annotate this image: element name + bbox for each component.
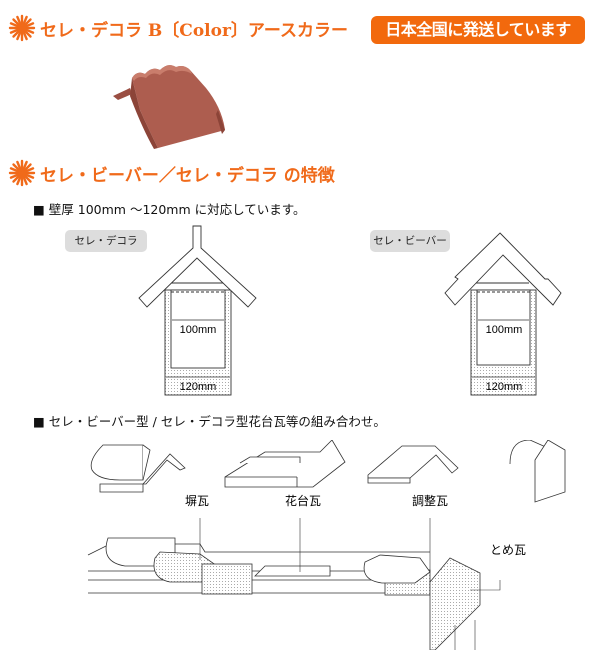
beaver-label: セレ・ビーバー <box>370 230 450 252</box>
adjustment-tile-drawing <box>367 445 459 484</box>
features-title: セレ・ビーバー／セレ・デコラ の特徴 <box>40 166 335 186</box>
decora-label: セレ・デコラ <box>65 230 147 252</box>
flower-stand-tile-label: 花台瓦 <box>285 493 321 508</box>
asterisk-flower-icon <box>8 159 36 187</box>
end-tile-label: とめ瓦 <box>490 543 526 557</box>
decora-inner-width: 100mm <box>180 324 217 336</box>
wall-tile-drawing <box>90 444 186 493</box>
wall-thickness-note: ■ 壁厚 100mm ～120mm に対応しています。 <box>33 202 306 217</box>
beaver-inner-width: 100mm <box>486 324 523 336</box>
asterisk-flower-icon <box>8 14 36 42</box>
cross-section-diagrams: 100mm 120mm 100mm 120mm <box>138 225 562 396</box>
decora-outer-width: 120mm <box>180 381 217 393</box>
decora-section <box>138 225 257 396</box>
assembled-wall-drawing <box>87 537 481 650</box>
parts-diagram: 塀瓦 花台瓦 調整瓦 とめ瓦 <box>87 440 566 650</box>
wall-tile-label: 塀瓦 <box>185 494 209 508</box>
beaver-section <box>444 232 562 396</box>
shipping-badge: 日本全国に発送しています <box>371 16 585 44</box>
end-tile-drawing <box>509 440 566 503</box>
product-image <box>113 65 225 149</box>
product-title: セレ・デコラ B〔Color〕アースカラー <box>40 21 349 41</box>
flower-stand-tile-drawing <box>224 440 346 488</box>
combination-note: ■ セレ・ビーバー型 / セレ・デコラ型花台瓦等の組み合わせ。 <box>33 414 386 429</box>
beaver-outer-width: 120mm <box>486 381 523 393</box>
adjustment-tile-label: 調整瓦 <box>412 493 448 508</box>
